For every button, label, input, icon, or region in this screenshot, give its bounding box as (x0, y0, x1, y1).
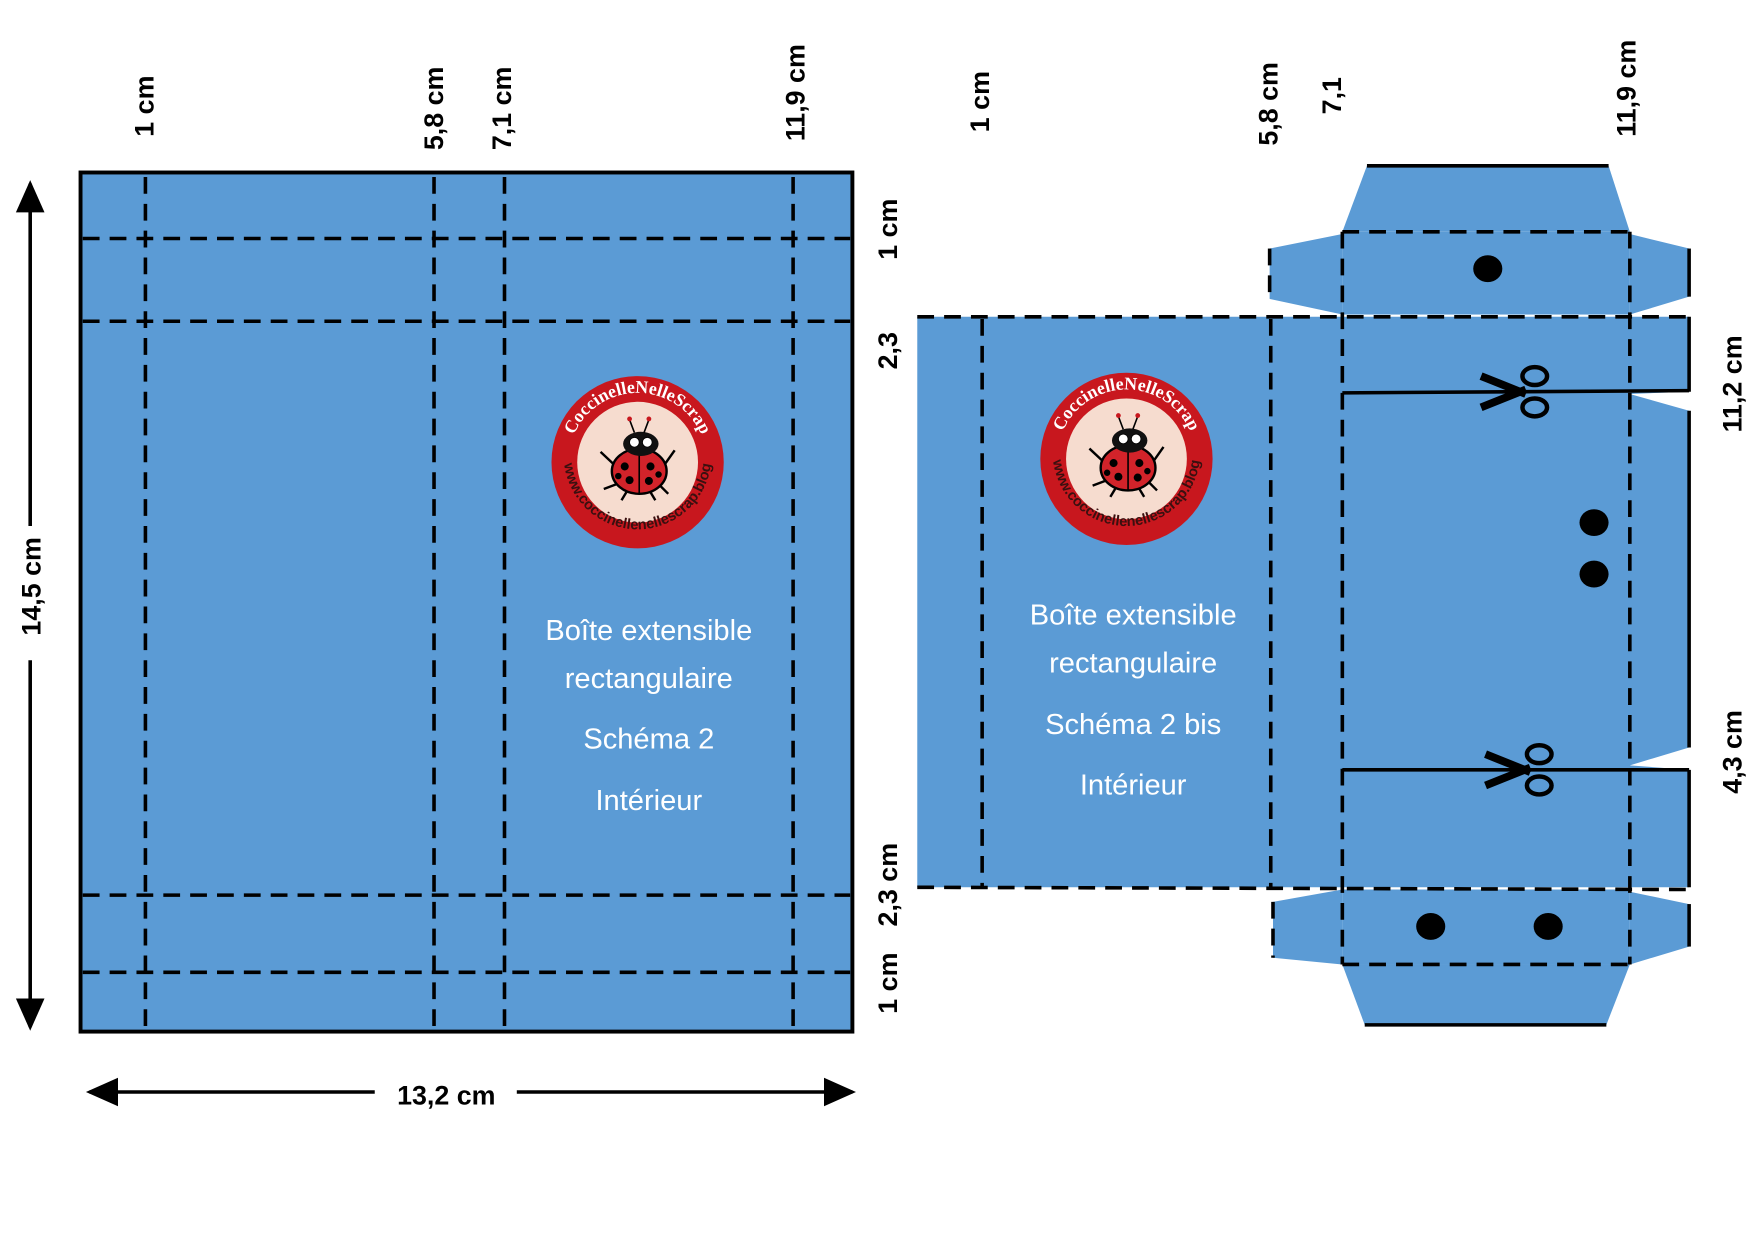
height-dimension: 14,5 cm (15, 180, 46, 1031)
dim-label: 1 cm (129, 76, 159, 137)
dim-label: 1 cm (873, 199, 903, 260)
dim-label: 1 cm (873, 953, 903, 1014)
left-side-labels: 1 cm 2,3 2,3 cm 1 cm (873, 199, 903, 1014)
left-fold-lines (82, 176, 851, 1028)
title-line: Schéma 2 bis (1045, 709, 1221, 741)
dim-label: 11,9 cm (780, 44, 810, 141)
right-panel-shapes (917, 165, 1690, 1025)
dot (1533, 913, 1563, 940)
left-top-labels: 1 cm 5,8 cm 7,1 cm 11,9 cm (129, 44, 810, 150)
right-template: 1 cm 5,8 cm 7,1 11,9 cm 11,2 cm 4,3 cm C… (917, 40, 1748, 1027)
dim-label: 11,9 cm (1611, 40, 1641, 137)
dot (1579, 560, 1609, 588)
dot (1579, 509, 1609, 537)
title-line: Intérieur (1080, 769, 1187, 801)
width-label: 13,2 cm (397, 1080, 495, 1110)
right-fold-lines (917, 229, 1690, 967)
left-template: 1 cm 5,8 cm 7,1 cm 11,9 cm 1 cm 2,3 2,3 … (15, 44, 903, 1110)
right-top-labels: 1 cm 5,8 cm 7,1 11,9 cm (965, 40, 1642, 146)
title-line: rectangulaire (1049, 648, 1217, 680)
height-label: 14,5 cm (16, 537, 46, 635)
dot (1473, 255, 1503, 283)
dim-label: 1 cm (965, 71, 995, 132)
ladybug-icon (599, 416, 676, 501)
dot (1416, 913, 1446, 940)
title-line: Boîte extensible (545, 615, 752, 647)
width-dimension: 13,2 cm (85, 1077, 856, 1110)
dim-label: 11,2 cm (1718, 335, 1748, 432)
punch-hole-dots (1416, 255, 1609, 940)
right-title-text: Boîte extensible rectangulaire Schéma 2 … (1030, 599, 1237, 801)
title-line: Intérieur (595, 785, 702, 817)
dim-label: 5,8 cm (1253, 62, 1283, 146)
dim-label: 2,3 (873, 332, 903, 369)
dim-label: 5,8 cm (419, 67, 449, 151)
title-line: Schéma 2 (583, 724, 714, 756)
scissors-icon (1484, 742, 1554, 797)
logo: CoccinelleNelleScrap www.coccinellenelle… (551, 376, 724, 549)
right-side-labels: 11,2 cm 4,3 cm (1718, 335, 1748, 793)
scissors-icon (1479, 364, 1550, 419)
title-line: Boîte extensible (1030, 599, 1237, 631)
left-panel (78, 170, 855, 1034)
title-line: rectangulaire (565, 663, 733, 695)
logo: CoccinelleNelleScrap www.coccinellenelle… (1040, 372, 1213, 545)
dim-label: 7,1 cm (487, 67, 517, 151)
dim-label: 4,3 cm (1718, 710, 1748, 794)
ladybug-icon (1088, 413, 1165, 498)
dim-label: 2,3 cm (873, 843, 903, 927)
dim-label: 7,1 (1317, 77, 1347, 114)
left-title-text: Boîte extensible rectangulaire Schéma 2 … (545, 615, 752, 817)
